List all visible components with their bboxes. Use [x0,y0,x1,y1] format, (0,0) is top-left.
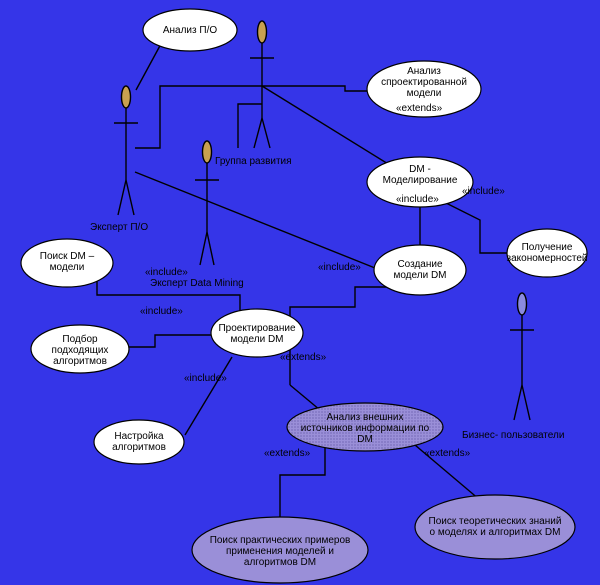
actor-label-expert-po: Эксперт П/О [90,222,149,233]
usecase-analysis-po: Анализ П/О [162,24,218,36]
actor-business-users [510,292,534,421]
ellipse-create-model [373,244,467,296]
connectors [96,41,510,520]
actor-head [516,292,528,316]
line-expert-create [134,171,381,271]
usecase-search-dm: Поиск DM – модели [39,251,95,273]
usecase-search-theory: Поиск теоретических знаний о моделях и а… [428,516,562,538]
usecase-analysis-external: Анализ внешних источников информации по … [300,411,430,445]
stereotype-extends-right: «extends» [424,448,471,459]
stereotype-include-design: «include» [140,306,183,317]
actor-dm-expert [195,140,219,266]
use-case-shapes [20,8,588,584]
actor-dev-group [250,20,274,149]
ellipse-analysis-external [286,402,444,452]
actor-head [120,85,132,109]
stereotype-include-mid: «include» [318,262,361,273]
ellipse-analysis-designed [366,60,482,118]
stereotype-include-right: «include» [462,186,505,197]
actor-expert-po [114,85,138,216]
line-tune-design [184,356,233,436]
stereotype-analysis-designed: «extends» [396,103,443,114]
ellipse-analysis-po [142,8,238,52]
ellipse-dm-modeling [366,156,474,208]
usecase-create-model: Создание модели DM [393,259,447,281]
ellipse-select-algorithms [30,324,130,374]
line-expert-dev [135,85,262,149]
stereotype-include-left: «include» [145,267,188,278]
actor-label-dm-expert: Эксперт Data Mining [150,278,244,289]
line-dev-dmmodel [261,85,407,176]
stereotype-extends-left: «extends» [264,448,311,459]
ellipse-search-practical [191,516,369,584]
usecase-get-patterns: Получение закономерностей [506,242,588,264]
line-search-design [96,272,241,318]
usecase-tune-algorithms: Настройка алгоритмов [112,431,166,453]
ellipse-search-theory [414,494,576,560]
usecase-analysis-designed: Анализ спроектированной модели [381,65,467,99]
actor-label-dev-group: Группа развития [215,156,292,167]
actor-label-business-users: Бизнес- пользователи [462,430,565,441]
line-dev-analysis-designed [262,85,373,92]
usecase-dm-modeling: DM - Моделирование [382,164,458,186]
line-design-external [289,384,321,411]
ellipse-search-dm [20,238,114,288]
line-select-design [127,334,212,348]
line-expert-analysis [135,41,163,91]
usecase-search-practical: Поиск практических примеров применения м… [209,534,351,568]
line-dev-stub [237,103,262,148]
ellipse-design-model [210,308,304,358]
line-dm-patterns [439,199,510,254]
ellipse-tune-algorithms [93,419,185,465]
stereotype-dm-modeling: «include» [396,194,439,205]
usecase-select-algorithms: Подбор подходящих алгоритмов [51,333,109,367]
usecase-design-model: Проектирование модели DM [218,323,296,345]
line-external-theory [414,444,481,501]
stereotype-include-tune: «include» [184,373,227,384]
actor-head [256,20,268,44]
line-external-practical [279,448,326,520]
actor-head [201,140,213,164]
ellipse-get-patterns [506,228,588,278]
stereotype-extends-design: «extends» [280,352,327,363]
line-create-design [289,286,420,385]
